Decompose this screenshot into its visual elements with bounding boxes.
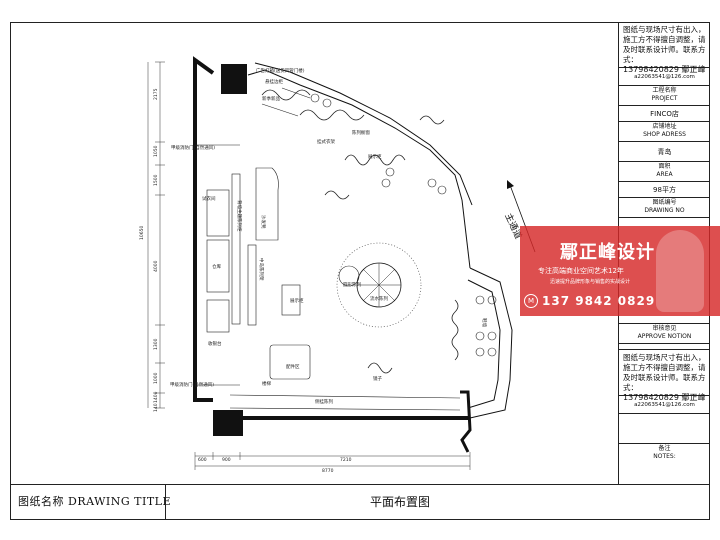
watermark-slogan: 专注高端商业空间艺术12年 <box>538 267 624 275</box>
dim-bottom-1: 600 <box>198 457 207 463</box>
round-stools <box>310 93 497 357</box>
label-stair: 楼梯 <box>262 380 271 387</box>
label-display-rack-1: 陈列橱窗 <box>352 129 370 136</box>
label-flow-display: 流水陈列 <box>370 295 388 302</box>
label-main-island: 中岛陈列架 <box>258 258 265 281</box>
dim-left-total: 10650 <box>139 226 145 240</box>
column-top <box>221 64 247 94</box>
dim-bottom-total: 8770 <box>322 468 334 474</box>
wall-jog <box>460 390 472 453</box>
fitting-room <box>206 189 230 237</box>
phone-top: 13798420829 鄢正峰 <box>623 65 706 74</box>
label-round-display: 圆形陈列 <box>343 281 361 288</box>
label-emergency-exit-bottom: 甲级消防门(自然通风) <box>170 381 214 388</box>
drawing-no-label: 图纸编号 DRAWING NO <box>619 198 710 218</box>
watermark-logo-icon: M <box>524 294 538 308</box>
approve-label-cn: 审核意见 <box>652 325 677 332</box>
contact-note-top: 图纸与现场尺寸有出入，施工方不得擅自调整，请及时联系设计师。联系方式： 1379… <box>619 22 710 74</box>
address-value: 青岛 <box>619 142 710 162</box>
label-shoe-wall: 鞋墙 <box>481 318 488 327</box>
email-bottom: a22063541@126.com <box>619 396 710 414</box>
label-ad-pole: 广告灯箱(送货风管门楼) <box>256 67 305 74</box>
walls <box>193 56 513 420</box>
round-island <box>336 242 422 328</box>
address-label-en: SHOP ADRESS <box>643 131 686 138</box>
designer-portrait <box>656 230 704 312</box>
label-mirror: 镜子 <box>373 375 382 382</box>
label-hanger: 挂式衣架 <box>317 138 335 145</box>
label-hanging-rack: 悬挂边柜 <box>265 78 283 85</box>
area-label-en: AREA <box>656 171 673 178</box>
watermark-name: 鄢正峰设计 <box>560 242 655 263</box>
watermark-phone: 137 9842 0829 <box>542 294 656 308</box>
title-bar: 图纸名称 DRAWING TITLE 平面布置图 <box>10 484 710 520</box>
label-side-display: 侧挂陈列 <box>315 398 333 405</box>
label-display-rack-2: 展示柜 <box>368 153 382 160</box>
area-value: 98平方 <box>619 182 710 198</box>
remark-block <box>619 414 710 444</box>
interior-fixtures <box>195 87 461 411</box>
dim-left-5: 1300 <box>153 338 159 350</box>
dim-left-7: 1400 <box>153 391 159 403</box>
label-back-display: 背墙主题陈列柜 <box>236 200 243 232</box>
label-storage: 仓库 <box>212 263 221 270</box>
drawing-no-label-cn: 图纸编号 <box>652 199 677 206</box>
approve-value <box>619 344 710 350</box>
drawing-title-value: 平面布置图 <box>370 495 431 509</box>
dimension-lines <box>147 61 471 470</box>
dim-left-6: 1000 <box>153 372 159 384</box>
title-divider <box>165 485 166 520</box>
dimension-texts: 10650 2175 1050 1500 4000 1300 1000 1400… <box>139 88 352 474</box>
dim-left-2: 1050 <box>153 145 159 157</box>
drawing-title-label: 图纸名称 DRAWING TITLE <box>18 495 172 508</box>
label-fitting-room: 试衣间 <box>202 195 216 202</box>
label-emergency-exit-top: 甲级消防门(自然通风) <box>171 144 215 151</box>
label-sofa: 沙发凳 <box>260 215 267 229</box>
dim-left-4: 4000 <box>153 260 159 272</box>
watermark-tagline: 迅速提升品牌形象与销售的实战设计 <box>550 279 631 285</box>
column-bottom <box>213 410 243 436</box>
remark-label-cn: 备注 <box>658 445 671 452</box>
address-label: 店铺地址 SHOP ADRESS <box>619 122 710 142</box>
label-cashier: 收银台 <box>208 340 222 347</box>
dim-bottom-3: 7210 <box>340 457 352 463</box>
note-text-top: 图纸与现场尺寸有出入，施工方不得擅自调整，请及时联系设计师。联系方式： <box>623 25 706 64</box>
remark-label-en: NOTES: <box>653 453 676 460</box>
contact-note-bottom: 图纸与现场尺寸有出入，施工方不得擅自调整，请及时联系设计师。联系方式： 1379… <box>619 350 710 402</box>
drawing-no-value <box>619 218 710 324</box>
note-text-bottom: 图纸与现场尺寸有出入，施工方不得擅自调整，请及时联系设计师。联系方式： <box>623 353 706 392</box>
label-new-clothes: 新季新品 <box>262 95 280 102</box>
sofa <box>255 167 279 241</box>
area-label-cn: 面积 <box>658 163 671 170</box>
project-label-en: PROJECT <box>651 95 678 102</box>
display-box <box>281 284 301 316</box>
project-value: FINCO店 <box>619 106 710 122</box>
project-label: 工程名称 PROJECT <box>619 86 710 106</box>
drawing-no-label-en: DRAWING NO <box>644 207 685 214</box>
dim-left-1: 2175 <box>153 88 159 100</box>
dim-bottom-2: 900 <box>222 457 231 463</box>
designer-watermark: 鄢正峰设计 专注高端商业空间艺术12年 迅速提升品牌形象与销售的实战设计 M 1… <box>520 226 720 316</box>
dim-left-8: 140 <box>153 403 159 412</box>
approve-label-en: APPROVE NOTION <box>637 333 692 340</box>
phone-bottom: 13798420829 鄢正峰 <box>623 393 706 402</box>
address-label-cn: 店铺地址 <box>652 123 677 130</box>
label-accessory: 配件区 <box>286 363 300 370</box>
dim-left-3: 1500 <box>153 174 159 186</box>
plan-labels: 广告灯箱(送货风管门楼) 悬挂边柜 新季新品 陈列橱窗 展示柜 挂式衣架 甲级消… <box>170 67 488 405</box>
area-label: 面积 AREA <box>619 162 710 182</box>
title-block-side-panel: 图纸与现场尺寸有出入，施工方不得擅自调整，请及时联系设计师。联系方式： 1379… <box>618 22 710 484</box>
approve-label: 审核意见 APPROVE NOTION <box>619 324 710 344</box>
wavy-hangers <box>261 89 459 374</box>
email-top: a22063541@126.com <box>619 68 710 86</box>
label-display-box: 展示柜 <box>290 297 304 304</box>
remark-label: 备注 NOTES: <box>619 444 710 464</box>
project-label-cn: 工程名称 <box>652 87 677 94</box>
